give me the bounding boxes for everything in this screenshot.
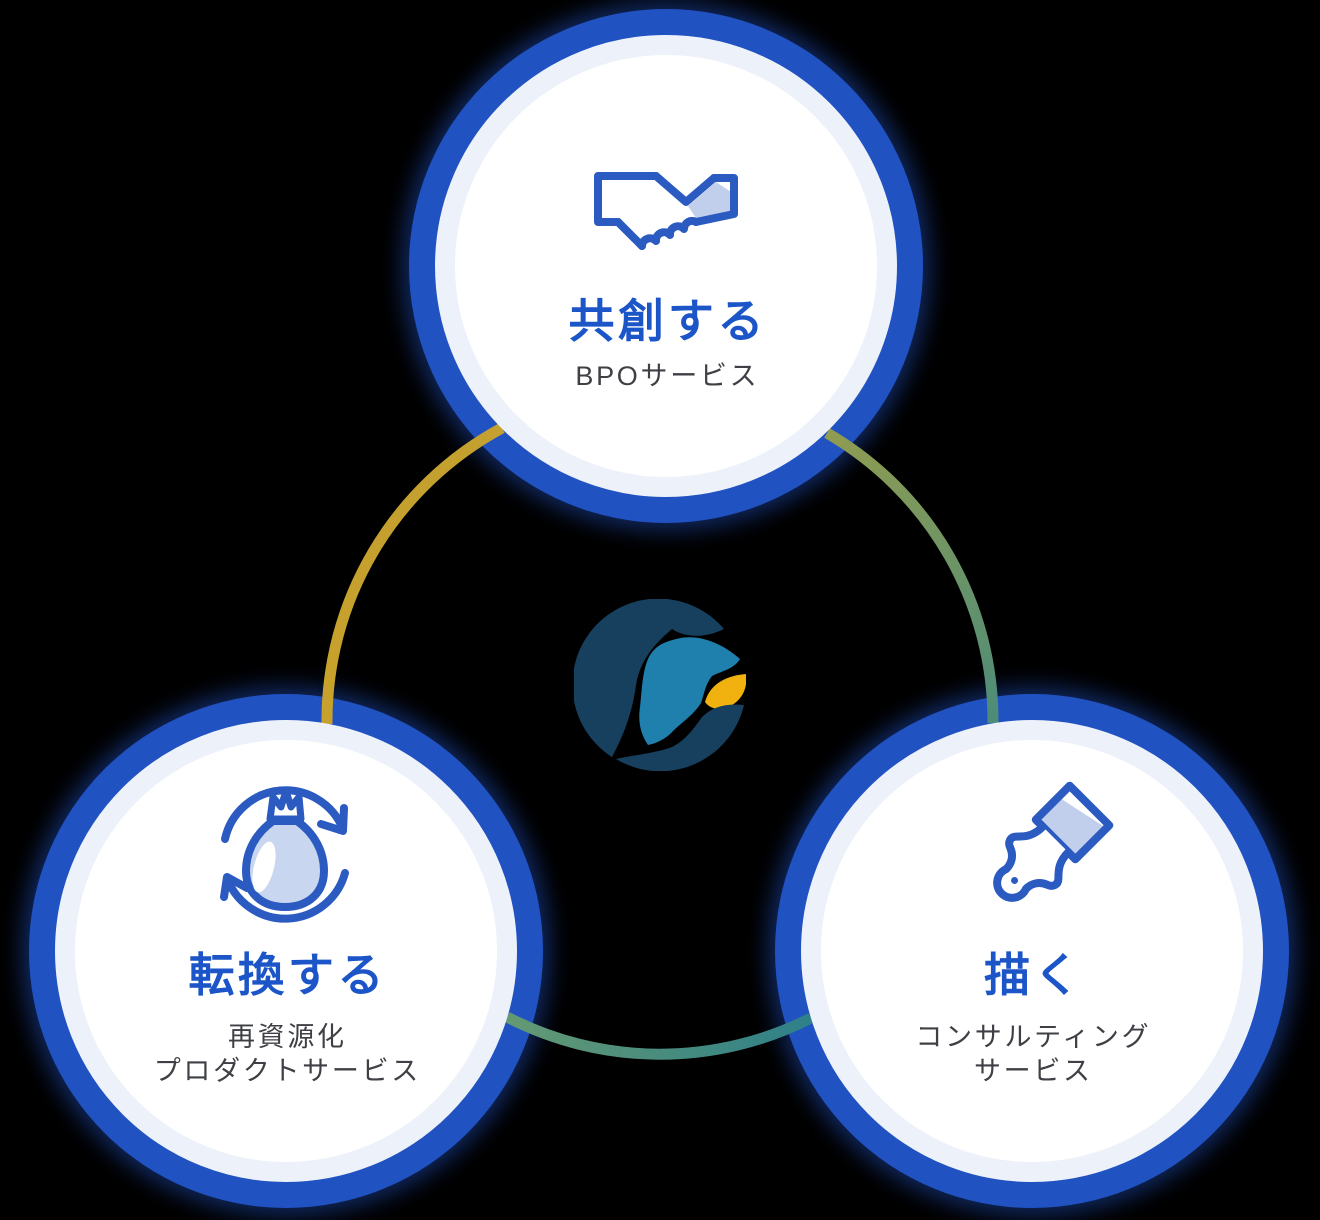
node-title: 共創する — [568, 295, 768, 347]
node-subtitle: コンサルティング サービス — [821, 1020, 1243, 1088]
node-draw: 描く コンサルティング サービス — [801, 720, 1263, 1182]
node-title: 転換する — [188, 949, 388, 1001]
subtitle-line: 再資源化 — [227, 1022, 347, 1052]
brand-logo — [574, 599, 746, 771]
node-subtitle: 再資源化 プロダクトサービス — [75, 1020, 497, 1088]
subtitle-line: コンサルティング — [915, 1022, 1152, 1052]
node-convert: 転換する 再資源化 プロダクトサービス — [55, 720, 517, 1182]
arc-gold-top-left — [321, 423, 505, 725]
subtitle-line: サービス — [973, 1056, 1093, 1086]
node-subtitle: BPOサービス — [455, 359, 877, 393]
handshake-icon — [594, 172, 738, 250]
recycle-bag-icon — [220, 786, 349, 923]
node-co-create: 共創する BPOサービス — [435, 35, 897, 497]
subtitle-line: BPOサービス — [575, 361, 760, 391]
node-title: 描く — [984, 949, 1084, 1001]
paintbrush-icon — [993, 781, 1114, 902]
subtitle-line: プロダクトサービス — [153, 1056, 421, 1086]
arc-green-top-right — [824, 428, 999, 724]
arc-teal-bottom — [504, 1012, 814, 1060]
